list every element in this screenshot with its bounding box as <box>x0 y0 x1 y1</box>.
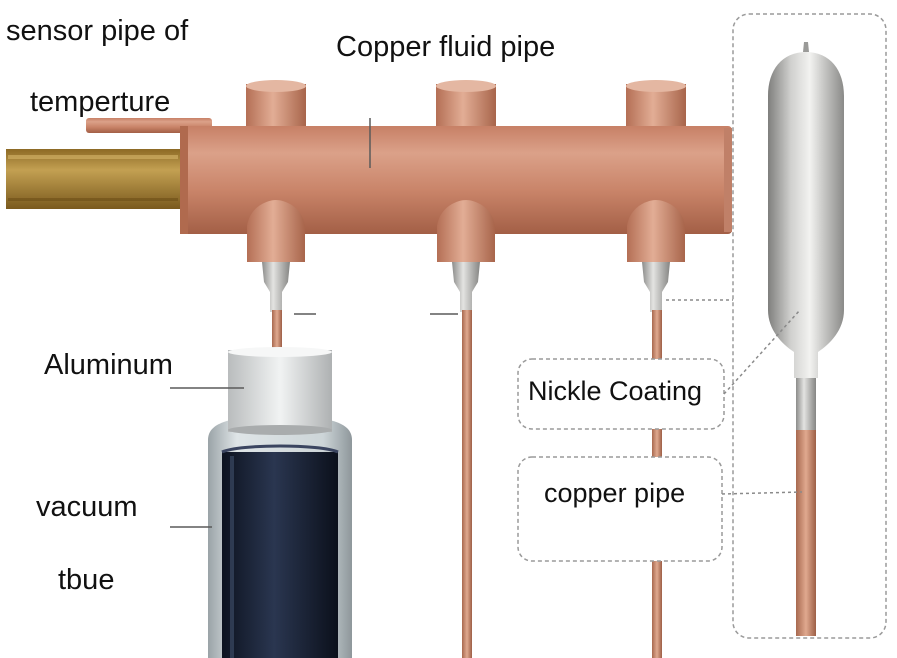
callout-frame-right <box>732 13 887 639</box>
label-copper-pipe: copper pipe <box>544 478 686 508</box>
leader-lines <box>170 118 458 528</box>
brass-sensor-socket <box>6 149 188 209</box>
copper-pipe-callout-box <box>517 456 723 562</box>
manifold-bottom-sockets <box>247 200 685 262</box>
nickel-condenser-necks <box>262 262 670 312</box>
label-vacuum-line2: tbue <box>58 564 115 596</box>
copper-manifold-tube <box>180 126 732 234</box>
label-aluminum: Aluminum <box>44 349 173 381</box>
label-vacuum-line1: vacuum <box>36 491 138 523</box>
glass-vacuum-tube <box>208 416 352 658</box>
label-sensor-pipe-line1: sensor pipe of <box>6 15 189 47</box>
dashed-connectors <box>666 299 803 495</box>
aluminum-fin <box>228 347 332 435</box>
label-nickle-coating: Nickle Coating <box>528 376 703 406</box>
label-sensor-pipe-line2: temperture <box>30 86 171 118</box>
heat-pipe-detail <box>768 42 844 636</box>
label-copper-fluid-pipe: Copper fluid pipe <box>336 31 556 63</box>
